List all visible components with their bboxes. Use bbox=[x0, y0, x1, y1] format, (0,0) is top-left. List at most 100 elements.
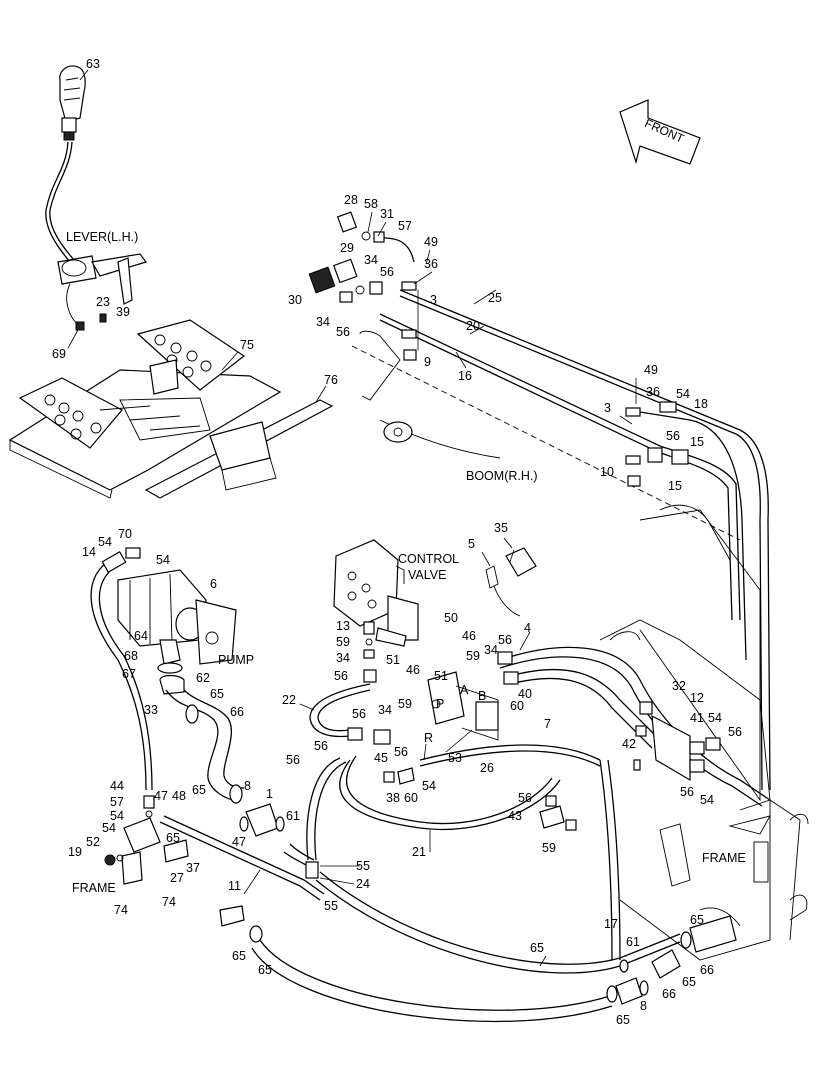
return-hose-66 bbox=[219, 759, 741, 1023]
callout-60-sub: 60 bbox=[510, 699, 524, 713]
callout-51: 51 bbox=[386, 653, 400, 667]
callout-56-frame: 42 bbox=[622, 737, 636, 751]
callout-38: 60 bbox=[404, 791, 418, 805]
label-valve: VALVE bbox=[408, 568, 446, 582]
callout-54-frame-b: 56 bbox=[728, 725, 742, 739]
callout-59-hose: 59 bbox=[398, 697, 412, 711]
callout-65-bottom-left: 65 bbox=[232, 949, 246, 963]
callout-54-v1: 44 bbox=[110, 779, 124, 793]
label-boom: BOOM(R.H.) bbox=[466, 469, 538, 483]
callout-65-tube: 8 bbox=[244, 779, 251, 793]
callout-65-pump: 65 bbox=[210, 687, 224, 701]
callout-39: 39 bbox=[116, 305, 130, 319]
callout-34-sub: 34 bbox=[484, 643, 498, 657]
tube-27 bbox=[159, 803, 325, 901]
callout-1: 54 bbox=[102, 821, 116, 835]
callout-44: 57 bbox=[110, 795, 124, 809]
label-pump: PUMP bbox=[218, 653, 254, 667]
callout-54-left-b: 54 bbox=[156, 553, 170, 567]
callout-41: 54 bbox=[708, 711, 722, 725]
callout-53-bottom: 26 bbox=[480, 761, 494, 775]
callout-40: 40 bbox=[518, 687, 532, 701]
callout-56-sub: 56 bbox=[498, 633, 512, 647]
callout-59-sub: 59 bbox=[466, 649, 480, 663]
callout-4: 4 bbox=[524, 621, 531, 635]
callout-56-frame-b: 54 bbox=[700, 793, 714, 807]
callout-75: 75 bbox=[240, 338, 254, 352]
suction-hose bbox=[165, 689, 245, 804]
callout-56-hose-a: 56 bbox=[352, 707, 366, 721]
hose-22 bbox=[309, 683, 391, 745]
pump bbox=[117, 569, 237, 695]
callout-5: 5 bbox=[468, 537, 475, 551]
callout-56-fit: 56 bbox=[518, 791, 532, 805]
label-port-a: A bbox=[460, 683, 469, 697]
hose-14 bbox=[90, 547, 153, 791]
callout-56-top: 56 bbox=[380, 265, 394, 279]
callout-61-bottom: 61 bbox=[626, 935, 640, 949]
callout-66-bottom-mid: 65 bbox=[530, 941, 544, 955]
callout-36-right: 36 bbox=[646, 385, 660, 399]
joystick-lever bbox=[45, 65, 147, 331]
callout-70: 70 bbox=[118, 527, 132, 541]
callout-42: 56 bbox=[680, 785, 694, 799]
callout-34-hose: 34 bbox=[378, 703, 392, 717]
callout-30: 30 bbox=[288, 293, 302, 307]
callout-34-mid: 34 bbox=[316, 315, 330, 329]
callout-56-hose-c: 56 bbox=[394, 745, 408, 759]
callout-58: 58 bbox=[364, 197, 378, 211]
label-port-r: R bbox=[424, 731, 433, 745]
callout-28: 28 bbox=[344, 193, 358, 207]
callout-34-top: 34 bbox=[364, 253, 378, 267]
callout-35: 35 bbox=[494, 521, 508, 535]
callout-74: 74 bbox=[162, 895, 176, 909]
callout-49-top: 49 bbox=[424, 235, 438, 249]
callout-53-right: 7 bbox=[544, 717, 551, 731]
callout-36-top: 36 bbox=[424, 257, 438, 271]
connector-35 bbox=[485, 537, 537, 617]
callout-32: 12 bbox=[690, 691, 704, 705]
callout-63: 63 bbox=[86, 57, 100, 71]
label-frame-right: FRAME bbox=[702, 851, 746, 865]
callout-31: 31 bbox=[380, 207, 394, 221]
leader-lines bbox=[243, 211, 637, 967]
callout-56-mid: 56 bbox=[336, 325, 350, 339]
callout-64: 64 bbox=[134, 629, 148, 643]
callout-65-br-a: 65 bbox=[690, 913, 704, 927]
callout-37: 27 bbox=[170, 871, 184, 885]
callout-15-bottom: 15 bbox=[668, 479, 682, 493]
valve-fittings bbox=[363, 621, 377, 683]
callout-8-tube: 1 bbox=[266, 787, 273, 801]
callout-29: 29 bbox=[340, 241, 354, 255]
callout-17: 17 bbox=[604, 917, 618, 931]
fitting-43 bbox=[539, 795, 577, 831]
callout-59-fit: 59 bbox=[542, 841, 556, 855]
fittings-right bbox=[633, 701, 721, 782]
sub-valve bbox=[427, 671, 499, 741]
callout-10: 10 bbox=[600, 465, 614, 479]
callout-65-br-b: 66 bbox=[700, 963, 714, 977]
callout-25: 25 bbox=[488, 291, 502, 305]
callout-59-valve: 59 bbox=[336, 635, 350, 649]
pedal-assembly bbox=[8, 319, 282, 499]
callout-2: 51 bbox=[434, 669, 448, 683]
callout-24: 24 bbox=[356, 877, 370, 891]
callout-66-bottom-left: 65 bbox=[258, 963, 272, 977]
callout-54-v1c: 65 bbox=[166, 831, 180, 845]
callout-47-v1: 48 bbox=[172, 789, 186, 803]
callout-20: 20 bbox=[466, 319, 480, 333]
callout-60-hose: 54 bbox=[422, 779, 436, 793]
callout-15-top: 15 bbox=[690, 435, 704, 449]
callout-3-right: 3 bbox=[604, 401, 611, 415]
callout-50: 50 bbox=[444, 611, 458, 625]
callout-22: 22 bbox=[282, 693, 296, 707]
callout-3-top: 3 bbox=[430, 293, 437, 307]
fittings-top bbox=[308, 211, 689, 487]
callout-68: 68 bbox=[124, 649, 138, 663]
callout-55-a: 55 bbox=[356, 859, 370, 873]
callout-57-v1: 54 bbox=[110, 809, 124, 823]
label-frame-left: FRAME bbox=[72, 881, 116, 895]
callout-62: 62 bbox=[196, 671, 210, 685]
label-lever: LEVER(L.H.) bbox=[66, 230, 138, 244]
